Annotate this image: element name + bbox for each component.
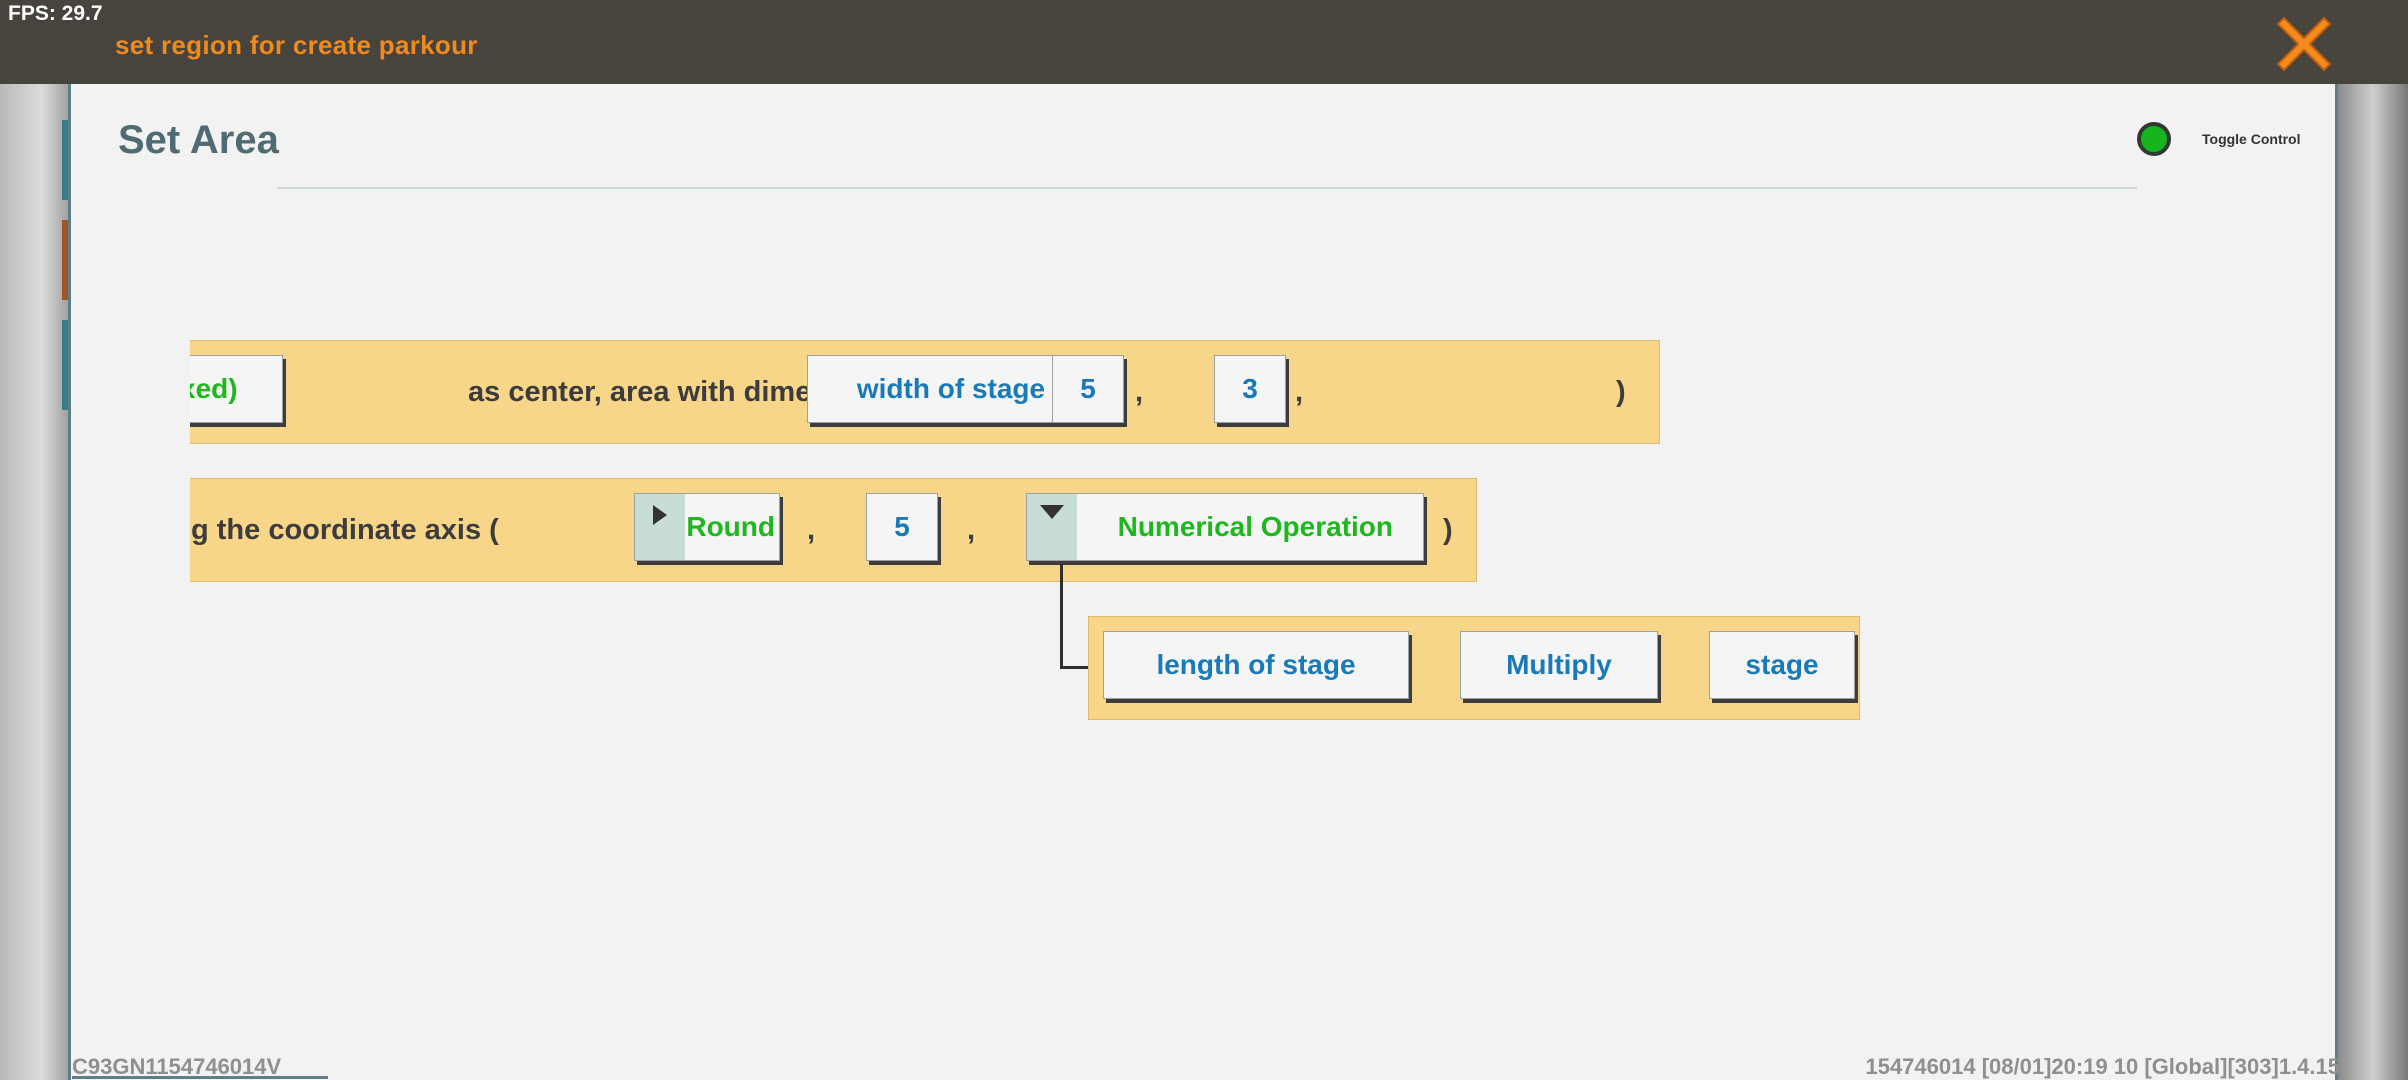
comma: , — [1135, 376, 1144, 408]
clipped-value-slot[interactable]: xed) — [190, 355, 283, 423]
dimension-z-text: 3 — [1242, 373, 1258, 404]
comma: , — [967, 514, 976, 546]
top-bar: FPS: 29.7 set region for create parkour — [0, 0, 2408, 84]
title-divider — [277, 187, 2137, 189]
nesting-connector — [1060, 564, 1063, 668]
close-paren: ) — [1443, 514, 1453, 546]
set-area-panel: Set Area Toggle Control — [68, 84, 2338, 1080]
comma: , — [1295, 376, 1304, 408]
multiply-slot[interactable]: Multiply — [1460, 631, 1658, 699]
numerical-operation-block[interactable]: length of stage Multiply stage — [1088, 616, 1860, 720]
numerical-operation-slot[interactable]: Numerical Operation — [1026, 493, 1424, 561]
scene-right-edge — [2338, 84, 2408, 1080]
round-text: Round — [686, 511, 775, 542]
round-slot[interactable]: Round — [634, 493, 780, 561]
area-center-block[interactable]: xed) as center, area with dimensions ( w… — [190, 340, 1660, 444]
triangle-down-icon — [1040, 505, 1064, 519]
panel-title: Set Area — [118, 118, 279, 162]
expand-handle[interactable] — [635, 494, 685, 560]
scene-left-edge — [0, 84, 70, 1080]
window-title: set region for create parkour — [115, 30, 478, 60]
nesting-connector — [1060, 666, 1090, 669]
build-info: 154746014 [08/01]20:19 10 [Global][303]1… — [1865, 1054, 2340, 1079]
axis-value-slot[interactable]: 5 — [866, 493, 938, 561]
scene-accent — [62, 220, 72, 300]
length-of-stage-text: length of stage — [1156, 649, 1356, 680]
device-id: C93GN1154746014V — [72, 1054, 282, 1079]
width-of-stage-text: width of stage — [856, 373, 1046, 404]
dimension-y-slot[interactable]: 5 — [1052, 355, 1124, 423]
scene-accent — [62, 320, 72, 410]
stage-text: stage — [1745, 649, 1819, 680]
dimension-y-text: 5 — [1080, 373, 1096, 404]
fps-counter: FPS: 29.7 — [8, 2, 103, 25]
play-triangle-icon — [653, 505, 667, 525]
width-of-stage-slot[interactable]: width of stage — [807, 355, 1095, 423]
toggle-control-indicator[interactable] — [2137, 122, 2171, 156]
close-x-icon — [2277, 17, 2331, 71]
multiply-text: Multiply — [1506, 649, 1612, 680]
toggle-control-label[interactable]: Toggle Control — [2202, 131, 2301, 147]
close-paren: ) — [1616, 376, 1626, 408]
footer-accent-line — [72, 1076, 328, 1079]
numerical-operation-text: Numerical Operation — [1117, 511, 1393, 542]
block-text-axis: g the coordinate axis ( — [191, 514, 499, 546]
close-button[interactable] — [2272, 10, 2336, 74]
length-of-stage-slot[interactable]: length of stage — [1103, 631, 1409, 699]
clipped-value-text: xed) — [190, 373, 238, 404]
stage-slot[interactable]: stage — [1709, 631, 1855, 699]
code-block-canvas[interactable]: xed) as center, area with dimensions ( w… — [190, 246, 2130, 766]
comma: , — [807, 514, 816, 546]
dimension-z-slot[interactable]: 3 — [1214, 355, 1286, 423]
scene-accent — [62, 120, 72, 200]
coordinate-axis-block[interactable]: g the coordinate axis ( Round , 5 , Nume… — [190, 478, 1477, 582]
dropdown-handle[interactable] — [1027, 494, 1077, 560]
axis-value-text: 5 — [894, 511, 910, 542]
